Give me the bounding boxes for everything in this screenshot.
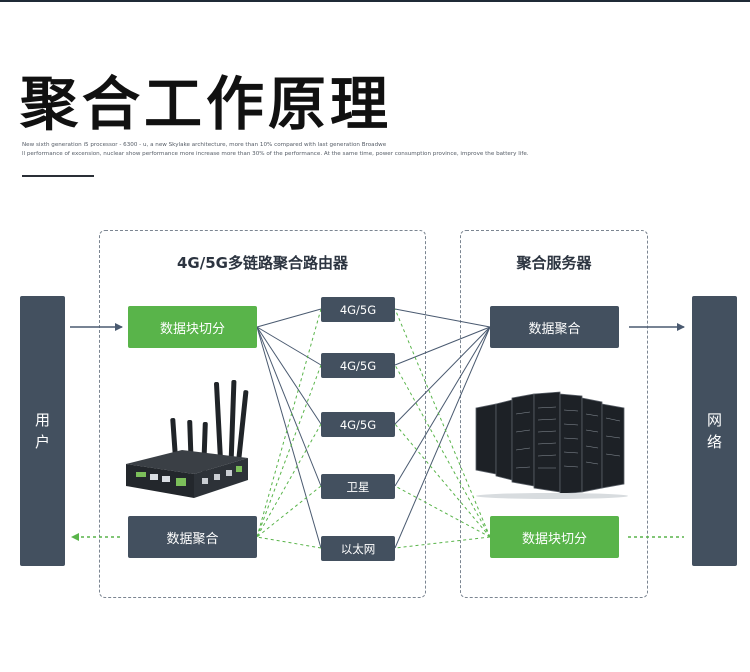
link-box-4g5g-2: 4G/5G [321, 353, 395, 378]
server-aggregate-box: 数据聚合 [490, 306, 619, 348]
network-bar: 网 络 [692, 296, 737, 566]
user-bar: 用 户 [20, 296, 65, 566]
forward-line-router-to-link-1 [256, 308, 322, 328]
network-char-2: 络 [706, 433, 722, 451]
subtitle-line-1: New sixth generation i5 processor - 6300… [22, 142, 387, 148]
title-underline [22, 175, 94, 177]
return-line-link-to-router-3 [256, 423, 322, 538]
return-line-server-to-link-3 [394, 423, 491, 538]
router-split-box: 数据块切分 [128, 306, 257, 348]
return-line-link-to-router-5 [256, 536, 322, 549]
user-char-1: 用 [34, 411, 50, 429]
router-device-icon [126, 380, 249, 498]
router-panel [99, 230, 426, 598]
forward-lines [256, 308, 491, 549]
forward-line-router-to-link-2 [256, 326, 322, 366]
link-box-4g5g-1: 4G/5G [321, 297, 395, 322]
router-panel-title: 4G/5G多链路聚合路由器 [177, 254, 348, 272]
server-split-box: 数据块切分 [490, 516, 619, 558]
user-char-2: 户 [34, 433, 50, 451]
subtitle-line-2: ll performance of excension, nuclear sho… [22, 151, 529, 157]
forward-line-link-to-server-5 [394, 326, 491, 549]
return-line-link-to-router-2 [256, 364, 322, 538]
return-line-server-to-link-5 [394, 536, 491, 549]
forward-line-router-to-link-5 [256, 326, 322, 549]
forward-line-link-to-server-4 [394, 326, 491, 487]
network-char-1: 网 [706, 411, 722, 429]
return-line-link-to-router-4 [256, 485, 322, 538]
router-aggregate-box: 数据聚合 [128, 516, 257, 558]
return-lines [256, 308, 491, 549]
return-line-link-to-router-1 [256, 308, 322, 538]
return-line-server-to-link-1 [394, 308, 491, 538]
top-rule [0, 0, 750, 2]
forward-line-router-to-link-4 [256, 326, 322, 487]
page-title: 聚合工作原理 [20, 70, 393, 138]
forward-line-link-to-server-2 [394, 326, 491, 366]
forward-line-link-to-server-3 [394, 326, 491, 425]
server-panel [460, 230, 648, 598]
forward-line-link-to-server-1 [394, 308, 491, 328]
return-line-server-to-link-2 [394, 364, 491, 538]
link-box-4g5g-3: 4G/5G [321, 412, 395, 437]
link-box-satellite: 卫星 [321, 474, 395, 499]
server-panel-title: 聚合服务器 [516, 254, 592, 272]
link-box-ethernet: 以太网 [321, 536, 395, 561]
forward-line-router-to-link-3 [256, 326, 322, 425]
server-rack-icon [475, 391, 628, 499]
